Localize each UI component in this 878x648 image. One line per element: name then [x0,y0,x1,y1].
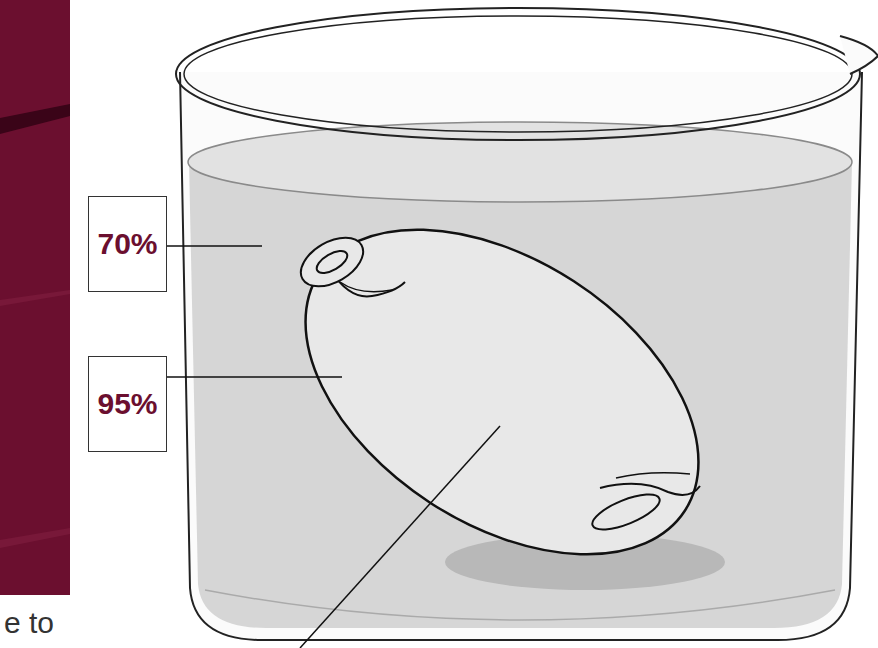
water-surface [188,122,852,202]
beaker-bottom [205,590,835,620]
water [189,162,852,628]
label-box: 70% [88,196,167,292]
bag-tie [293,228,405,297]
bag-body [247,163,756,622]
beaker-wall [180,72,862,640]
beaker-rim-inner [184,16,852,132]
caption-fragment: e to [4,606,54,640]
leader-line [158,376,342,378]
label-box: 95% [88,356,167,452]
percentage-label: 95% [97,387,157,421]
leader-line [300,426,500,648]
panel-stripe [0,104,70,134]
panel-stripe [0,528,70,548]
beaker-spout [840,36,878,74]
beaker-rim [176,8,860,140]
dialysis-bag [247,163,756,622]
bag-tie [588,473,700,537]
side-panel [0,0,70,595]
panel-stripe [0,290,70,306]
percentage-label: 70% [97,227,157,261]
